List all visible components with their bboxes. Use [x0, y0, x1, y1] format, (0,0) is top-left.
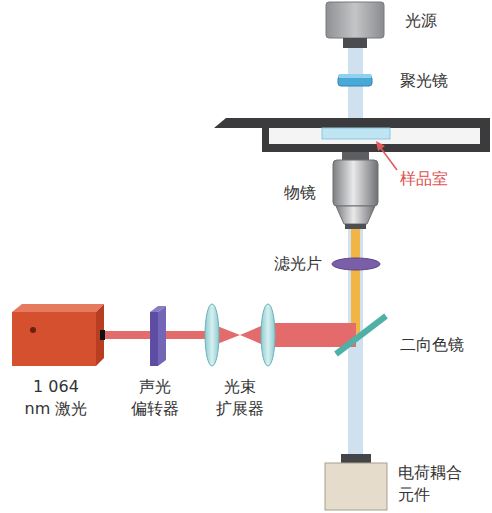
condenser-lens: [338, 74, 372, 86]
laser: [12, 304, 105, 366]
ccd-camera: [325, 454, 387, 510]
sample-stage: [214, 118, 490, 152]
expander-lens: [261, 304, 275, 366]
filter: [332, 258, 380, 270]
part-label: 滤光片: [274, 253, 322, 275]
part-label: 电荷耦合 元件: [398, 462, 470, 505]
light-beam: [348, 48, 363, 460]
part-label: 物镜: [284, 182, 316, 204]
part-label: 聚光镜: [400, 70, 448, 92]
pointer-arrow: [376, 141, 397, 170]
part-label: 1 064 nm 激光: [18, 376, 94, 419]
expander-lens: [205, 304, 219, 366]
objective-lens: [333, 152, 378, 229]
part-label: 二向色镜: [400, 334, 464, 356]
sample-chamber: [322, 128, 390, 139]
part-label: 样品室: [400, 168, 448, 190]
light-source: [326, 2, 384, 48]
part-label: 光束 扩展器: [212, 376, 268, 419]
acousto-optic-deflector: [150, 306, 166, 366]
laser-beam: [105, 323, 356, 347]
dichroic-mirror: [336, 316, 386, 354]
part-label: 光源: [405, 10, 437, 32]
part-label: 声光 偏转器: [128, 376, 182, 419]
